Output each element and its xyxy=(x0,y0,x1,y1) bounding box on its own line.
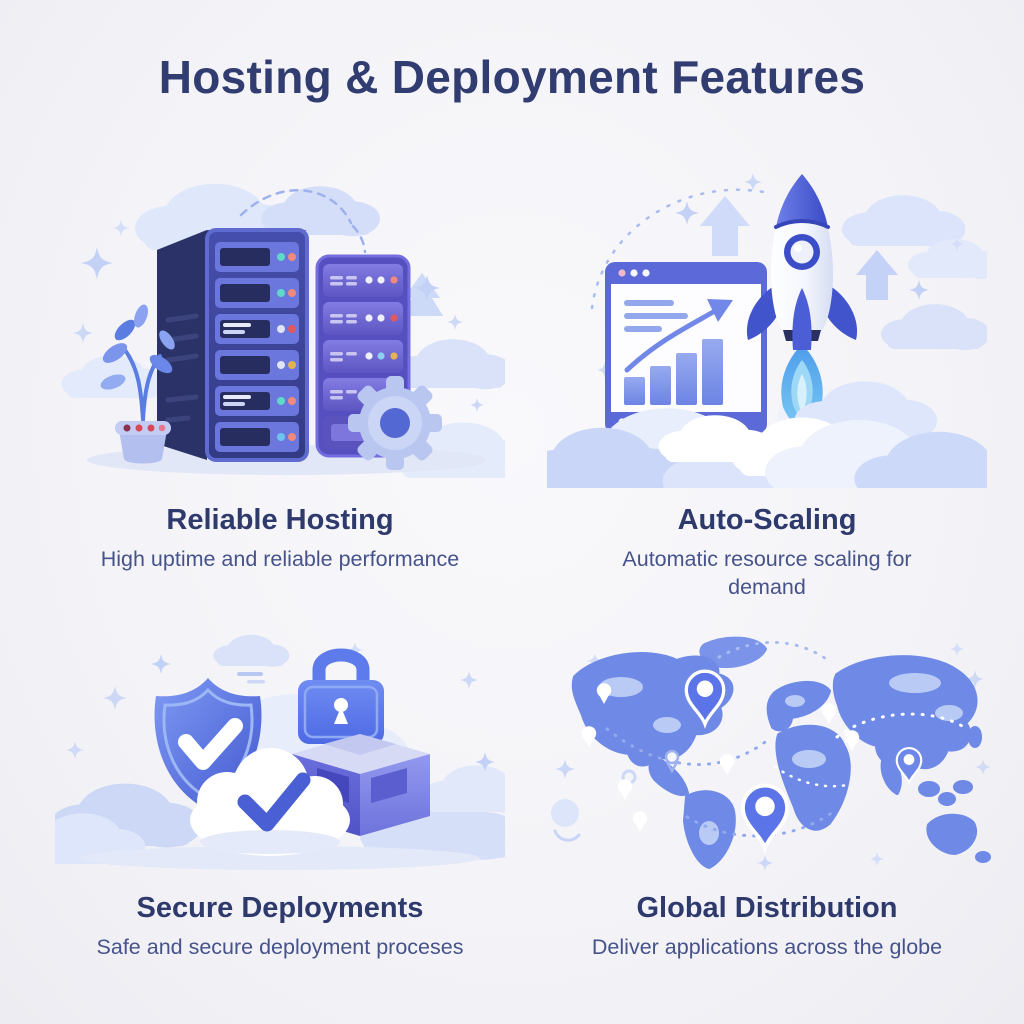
feature-description: High uptime and reliable performance xyxy=(100,547,460,571)
growth-arrow-decoration xyxy=(700,196,898,300)
world-map-illustration xyxy=(537,618,997,876)
pin-outline xyxy=(664,749,680,774)
feature-card-secure-deployments: Secure Deployments Safe and secure deplo… xyxy=(33,618,527,962)
rocket-launch-illustration xyxy=(537,158,997,488)
growth-bar-chart xyxy=(624,339,723,405)
cloud-check-icon xyxy=(190,748,350,856)
potted-plant xyxy=(100,304,175,464)
feature-title: Secure Deployments xyxy=(136,892,424,924)
feature-title: Auto-Scaling xyxy=(677,504,857,536)
feature-card-reliable-hosting: Reliable Hosting High uptime and reliabl… xyxy=(33,158,527,574)
ground-shadow xyxy=(80,846,480,870)
page-title: Hosting & Deployment Features xyxy=(158,51,866,103)
feature-title: Reliable Hosting xyxy=(166,504,394,536)
rocket-launch-illustration-svg xyxy=(547,173,987,488)
route-dashed-lines xyxy=(605,640,969,838)
world-map-illustration-svg xyxy=(551,636,991,871)
server-tower-primary xyxy=(157,228,309,462)
feature-description: Deliver applications across the globe xyxy=(591,935,943,959)
growth-arrow xyxy=(624,308,718,373)
shield-security-illustration xyxy=(33,618,527,876)
browser-window-chart xyxy=(605,262,767,434)
feature-description: Safe and secure deployment proceses xyxy=(96,935,464,959)
feature-title: Global Distribution xyxy=(636,892,898,924)
placeholder-text-lines xyxy=(624,300,688,332)
padlock-icon xyxy=(298,648,384,744)
world-map-continents xyxy=(571,636,991,869)
server-rack-illustration xyxy=(33,158,527,488)
location-pins xyxy=(581,669,923,850)
major-pin-icon xyxy=(740,783,790,850)
rocket-nose-cone xyxy=(776,174,828,227)
dashed-connection-arc xyxy=(239,189,367,254)
feature-description: Automatic resource scaling for demand xyxy=(622,547,912,599)
feature-card-global-distribution: Global Distribution Deliver applications… xyxy=(537,618,997,962)
shield-security-illustration-svg xyxy=(55,634,505,870)
gear-icon xyxy=(348,376,442,470)
tree-arrow-decoration xyxy=(401,273,443,316)
server-drive-bays xyxy=(215,242,299,452)
dashed-trajectory-arc xyxy=(590,188,771,310)
feature-card-auto-scaling: Auto-Scaling Automatic resource scaling … xyxy=(537,158,997,602)
server-rack-illustration-svg xyxy=(61,183,505,478)
